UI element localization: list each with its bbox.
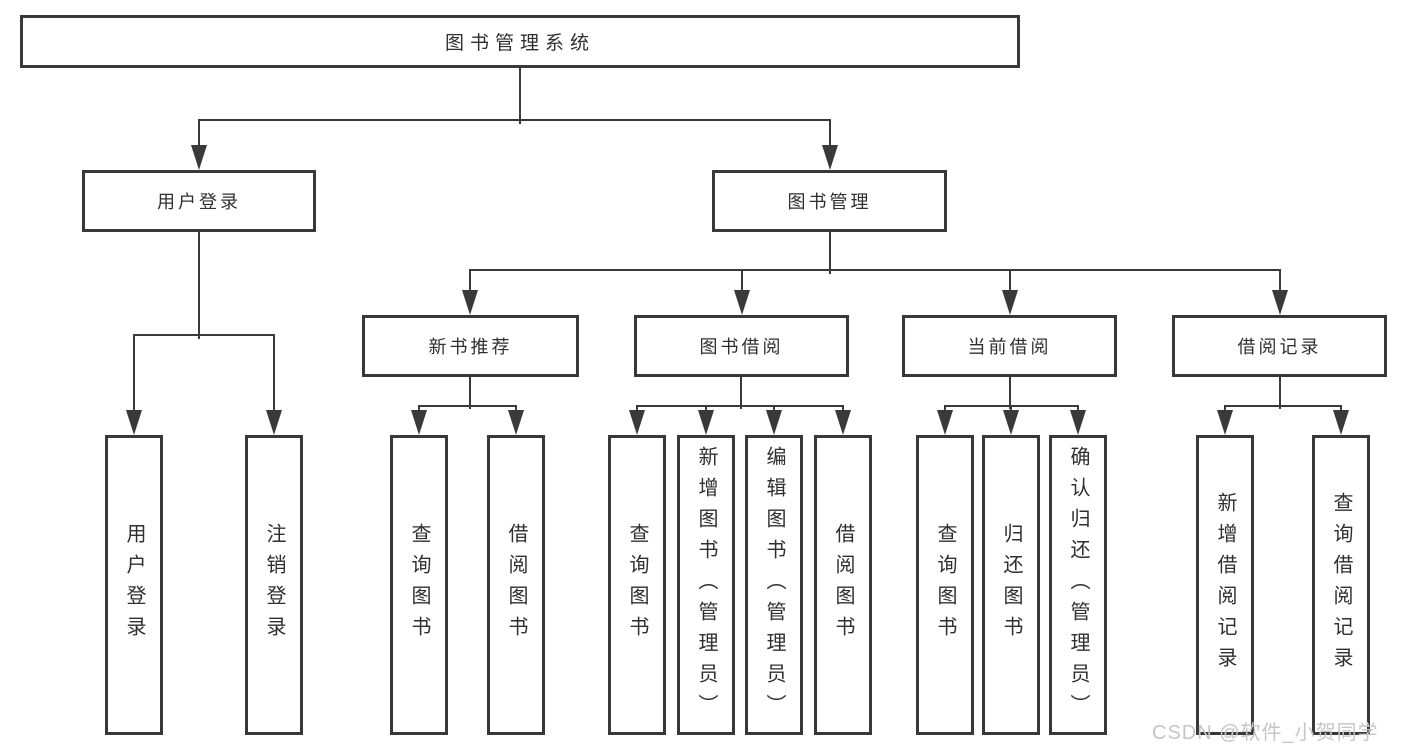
node-book-borrowing: 图书借阅	[634, 315, 849, 377]
arrowhead	[1333, 410, 1349, 435]
node-bb-query-book-label: 查询图书	[626, 523, 648, 647]
node-br-query-record: 查询借阅记录	[1312, 435, 1370, 735]
node-bb-add-book-admin-label: 新增图书（管理员）	[695, 445, 717, 725]
node-bb-edit-book-admin-label: 编辑图书（管理员）	[763, 445, 785, 725]
node-cb-query-book: 查询图书	[916, 435, 974, 735]
connector-root-rail	[198, 119, 831, 121]
node-library-system: 图书管理系统	[20, 15, 1020, 68]
node-cb-confirm-return-admin-label: 确认归还（管理员）	[1067, 445, 1089, 725]
arrowhead	[1272, 290, 1288, 315]
node-nbr-borrow-book-label: 借阅图书	[505, 523, 527, 647]
connector-drop	[1009, 269, 1011, 293]
connector-drop	[741, 269, 743, 293]
node-borrowing-records-label: 借阅记录	[1237, 337, 1322, 357]
connector-rail	[418, 405, 517, 407]
node-nbr-borrow-book: 借阅图书	[487, 435, 545, 735]
connector-drop	[636, 405, 638, 413]
node-new-book-recommend-label: 新书推荐	[428, 337, 513, 357]
connector-drop	[1224, 405, 1226, 413]
connector-drop	[133, 334, 135, 412]
node-login-label: 用户登录	[123, 523, 145, 647]
node-user-login: 用户登录	[82, 170, 316, 232]
connector-drop	[944, 405, 946, 413]
connector-root-stub	[519, 68, 521, 124]
connector-drop	[198, 119, 200, 148]
arrowhead	[822, 145, 838, 170]
arrowhead	[1002, 290, 1018, 315]
connector-stub	[829, 232, 831, 274]
node-user-login-label: 用户登录	[157, 192, 241, 212]
node-br-add-record: 新增借阅记录	[1196, 435, 1254, 735]
connector-drop	[773, 405, 775, 413]
connector-drop	[469, 269, 471, 293]
node-book-borrowing-label: 图书借阅	[699, 337, 784, 357]
arrowhead	[629, 410, 645, 435]
connector-rail	[1224, 405, 1342, 407]
connector-drop	[1010, 405, 1012, 413]
connector-stub	[740, 377, 742, 409]
connector-stub	[198, 232, 200, 339]
connector-drop	[273, 334, 275, 412]
connector-drop	[829, 119, 831, 148]
arrowhead	[734, 290, 750, 315]
arrowhead	[1070, 410, 1086, 435]
node-book-management: 图书管理	[712, 170, 947, 232]
node-book-management-label: 图书管理	[787, 192, 872, 212]
arrowhead	[191, 145, 207, 170]
connector-rail	[469, 269, 1281, 271]
node-borrowing-records: 借阅记录	[1172, 315, 1387, 377]
connector-stub	[1279, 377, 1281, 409]
arrowhead	[266, 410, 282, 435]
node-current-borrowing: 当前借阅	[902, 315, 1117, 377]
node-br-query-record-label: 查询借阅记录	[1330, 492, 1352, 678]
node-nbr-query-book-label: 查询图书	[408, 523, 430, 647]
connector-rail	[636, 405, 844, 407]
arrowhead	[508, 410, 524, 435]
node-br-add-record-label: 新增借阅记录	[1214, 492, 1236, 678]
arrowhead	[1003, 410, 1019, 435]
node-bb-query-book: 查询图书	[608, 435, 666, 735]
connector-drop	[1077, 405, 1079, 413]
node-bb-add-book-admin: 新增图书（管理员）	[677, 435, 735, 735]
arrowhead	[835, 410, 851, 435]
arrowhead	[462, 290, 478, 315]
node-cb-query-book-label: 查询图书	[934, 523, 956, 647]
arrowhead	[411, 410, 427, 435]
node-current-borrowing-label: 当前借阅	[967, 337, 1052, 357]
node-new-book-recommend: 新书推荐	[362, 315, 579, 377]
node-login: 用户登录	[105, 435, 163, 735]
arrowhead	[698, 410, 714, 435]
node-cb-return-book: 归还图书	[982, 435, 1040, 735]
connector-drop	[418, 405, 420, 413]
node-library-system-label: 图书管理系统	[444, 33, 595, 54]
connector-stub	[469, 377, 471, 409]
node-bb-borrow-book-label: 借阅图书	[832, 523, 854, 647]
connector-drop	[1279, 269, 1281, 293]
node-logout-label: 注销登录	[263, 523, 285, 647]
connector-drop	[515, 405, 517, 413]
connector-stub	[1009, 377, 1011, 409]
csdn-watermark: CSDN @软件_小贺同学	[1152, 722, 1379, 744]
node-cb-return-book-label: 归还图书	[1000, 523, 1022, 647]
arrowhead	[937, 410, 953, 435]
arrowhead	[1217, 410, 1233, 435]
node-logout: 注销登录	[245, 435, 303, 735]
node-bb-borrow-book: 借阅图书	[814, 435, 872, 735]
connector-drop	[705, 405, 707, 413]
connector-drop	[842, 405, 844, 413]
node-bb-edit-book-admin: 编辑图书（管理员）	[745, 435, 803, 735]
node-nbr-query-book: 查询图书	[390, 435, 448, 735]
connector-drop	[1340, 405, 1342, 413]
node-cb-confirm-return-admin: 确认归还（管理员）	[1049, 435, 1107, 735]
arrowhead	[766, 410, 782, 435]
connector-rail	[133, 334, 275, 336]
arrowhead	[126, 410, 142, 435]
